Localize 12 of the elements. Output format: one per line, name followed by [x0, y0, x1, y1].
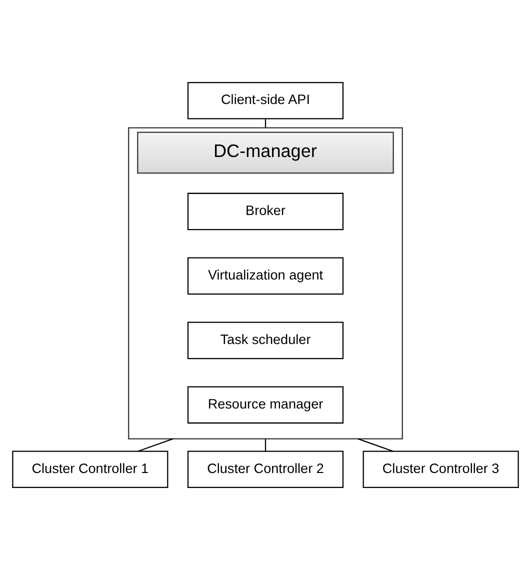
node-box: Cluster Controller 2 — [187, 450, 344, 488]
connector — [264, 119, 266, 128]
connector — [358, 438, 394, 452]
node-box: Task scheduler — [187, 322, 344, 360]
node-box: Broker — [187, 192, 344, 230]
connector — [138, 438, 174, 452]
node-box: Cluster Controller 3 — [362, 450, 519, 488]
node-box: Cluster Controller 1 — [12, 450, 168, 488]
node-box: Resource manager — [187, 386, 344, 424]
connector — [264, 438, 266, 452]
node-box: Client-side API — [187, 82, 344, 120]
node-box: Virtualization agent — [187, 257, 344, 295]
